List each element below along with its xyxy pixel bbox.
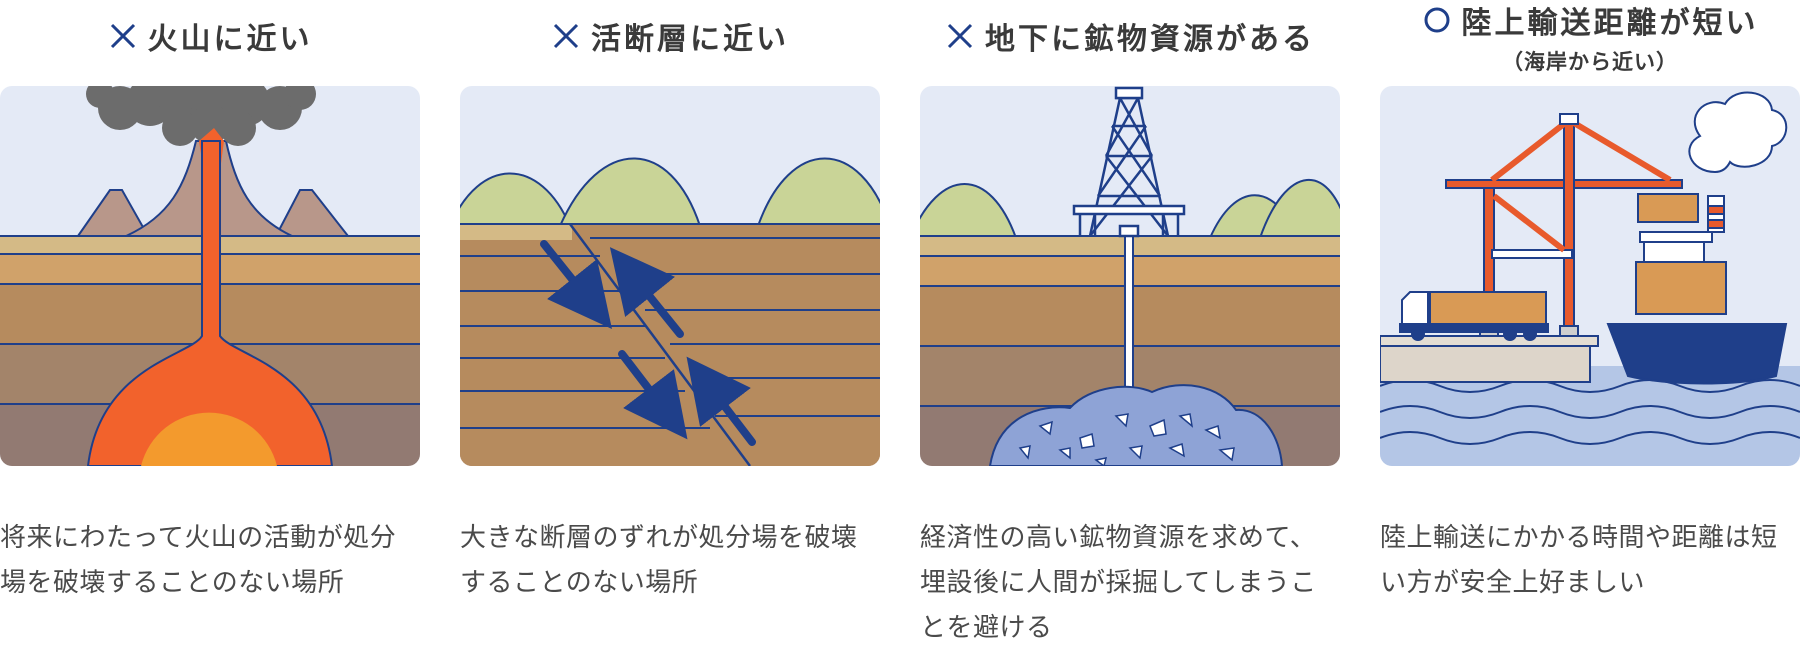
card-title: 地下に鉱物資源がある [945,14,1315,58]
fault-illustration [460,86,880,466]
card-description: 経済性の高い鉱物資源を求めて、埋設後に人間が採掘してしまうことを避ける [920,523,1317,643]
port-illustration [1380,86,1800,466]
card-subtitle: （海岸から近い） [1502,50,1678,74]
criteria-card-mineral: 地下に鉱物資源がある [920,0,1340,643]
card-title-text: 地下に鉱物資源がある [985,22,1315,57]
card-title: 活断層に近い [551,14,789,58]
card-title: 火山に近い [108,14,313,58]
cross-icon [553,23,579,49]
card-description: 陸上輸送にかかる時間や距離は短い方が安全上好ましい [1380,523,1778,598]
card-title-text: 活断層に近い [591,22,789,57]
mineral-illustration [920,86,1340,466]
cross-icon [947,23,973,49]
card-header: 活断層に近い [460,0,880,80]
card-description: 将来にわたって火山の活動が処分場を破壊することのない場所 [0,523,397,598]
card-header: 火山に近い [0,0,420,80]
card-title-text: 火山に近い [147,22,313,57]
card-title-text: 陸上輸送距離が短い [1461,6,1759,41]
criteria-card-fault: 活断層に近い [460,0,880,622]
criteria-card-coast: 陸上輸送距離が短い （海岸から近い） [1380,0,1800,622]
circle-icon [1424,7,1449,33]
volcano-illustration [0,86,420,466]
card-title: 陸上輸送距離が短い [1422,0,1759,42]
card-header: 地下に鉱物資源がある [920,0,1340,80]
criteria-card-volcano: 火山に近い [0,0,420,622]
cross-icon [110,23,135,49]
card-description: 大きな断層のずれが処分場を破壊することのない場所 [460,523,858,598]
card-header: 陸上輸送距離が短い （海岸から近い） [1380,0,1800,80]
